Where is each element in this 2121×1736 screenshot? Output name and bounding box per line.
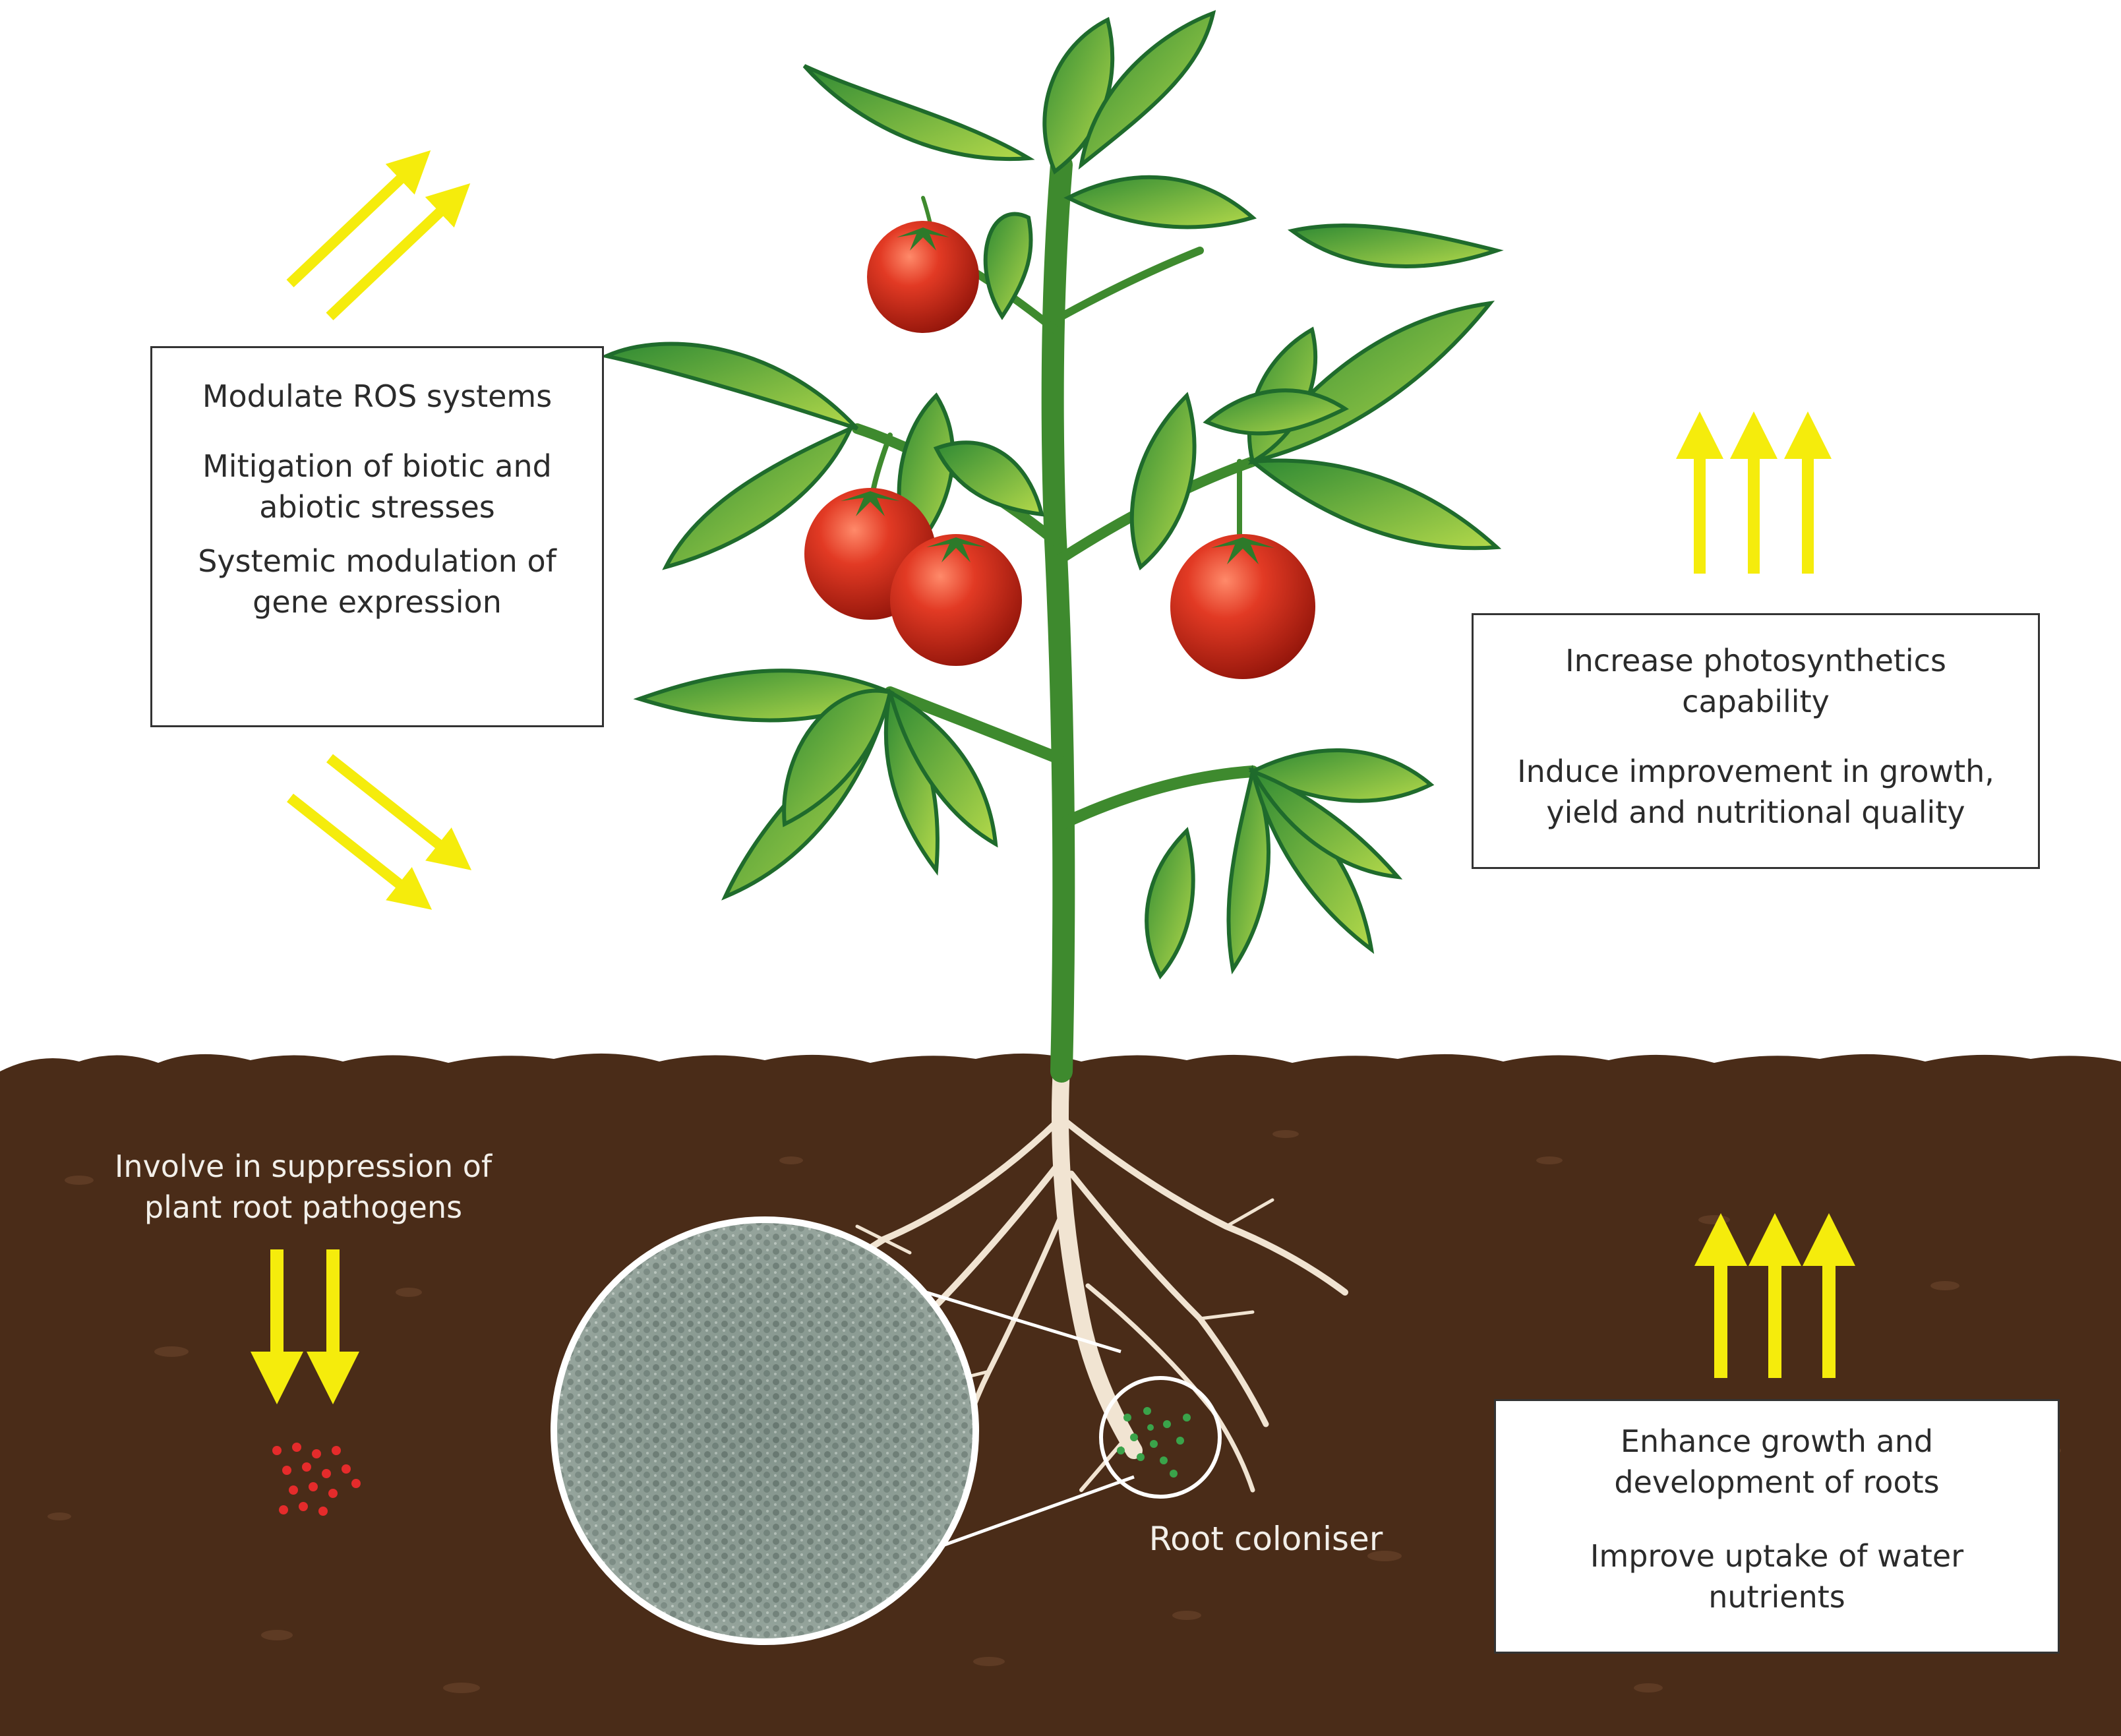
- box-text-uptake-2: nutrients: [1708, 1579, 1845, 1615]
- box-text-gene-2: gene expression: [253, 584, 502, 620]
- arrow-up-icon: [1676, 411, 1832, 574]
- plant-leaves: [600, 10, 1504, 980]
- root-effects-box: Enhance growth and development of roots …: [1494, 1399, 2060, 1654]
- arrow-up-icon: [1694, 1213, 1855, 1378]
- stress-effects-box: Modulate ROS systems Mitigation of bioti…: [150, 346, 604, 727]
- box-text-roots-2: development of roots: [1614, 1464, 1940, 1500]
- pathogen-label-2: plant root pathogens: [144, 1189, 463, 1225]
- arrow-down-icon: [251, 1249, 359, 1404]
- magnified-colonizer-view: [551, 1216, 1222, 1645]
- pathogen-label-1: Involve in suppression of: [114, 1149, 493, 1184]
- root-colonizer-label: Root coloniser: [1149, 1520, 1383, 1558]
- box-text-yield-2: yield and nutritional quality: [1546, 794, 1965, 830]
- box-text-gene-1: Systemic modulation of: [198, 543, 556, 579]
- root-colonizer-dots: [1117, 1407, 1191, 1478]
- box-text-stress-1: Mitigation of biotic and: [202, 448, 552, 484]
- box-text-yield-1: Induce improvement in growth,: [1517, 754, 1994, 789]
- box-text-stress-2: abiotic stresses: [259, 489, 495, 525]
- growth-effects-box: Increase photosynthetics capability Indu…: [1472, 613, 2040, 869]
- box-text-roots-1: Enhance growth and: [1620, 1423, 1934, 1459]
- box-text-photo-2: capability: [1682, 684, 1830, 719]
- pathogen-dots: [272, 1443, 361, 1516]
- pathogen-suppression-label: Involve in suppression of plant root pat…: [99, 1146, 508, 1228]
- box-text-ros: Modulate ROS systems: [202, 378, 553, 414]
- tomato-fruits: [804, 221, 1315, 679]
- arrow-up-right-icon: [286, 150, 471, 320]
- arrow-down-right-icon: [287, 754, 472, 910]
- box-text-photo-1: Increase photosynthetics: [1565, 643, 1946, 678]
- box-text-uptake-1: Improve uptake of water: [1590, 1538, 1964, 1574]
